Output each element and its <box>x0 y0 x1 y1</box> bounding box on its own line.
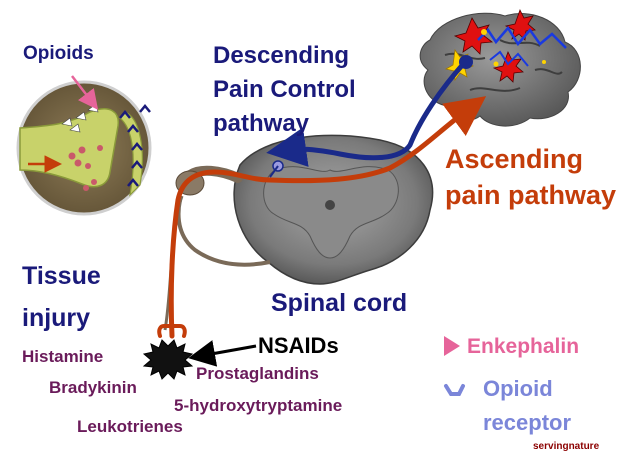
enkephalin-triangle-icon <box>444 336 460 356</box>
opioid-receptor-line2: receptor <box>483 410 572 435</box>
opioid-receptor-icon <box>444 384 465 396</box>
descending-label-line3: pathway <box>213 110 310 137</box>
opioid-arrow <box>71 75 99 110</box>
synapse-inset <box>16 80 152 216</box>
descending-pathway <box>266 55 473 178</box>
enkephalin-label: Enkephalin <box>467 335 580 358</box>
tissue-injury-line2: injury <box>22 304 91 332</box>
opioids-label: Opioids <box>23 43 94 64</box>
spinal-cord-label: Spinal cord <box>271 289 408 317</box>
hydroxytryptamine-label: 5-hydroxytryptamine <box>174 396 343 415</box>
tissue-injury-burst-icon <box>142 339 194 380</box>
ascending-label-line2: pain pathway <box>445 180 617 210</box>
ascending-pathway <box>157 96 487 339</box>
opioid-receptor-line1: Opioid <box>483 376 553 401</box>
prostaglandins-label: Prostaglandins <box>196 364 319 383</box>
descending-label-line1: Descending <box>213 42 350 69</box>
nsaids-label: NSAIDs <box>258 333 339 358</box>
bradykinin-label: Bradykinin <box>49 378 137 397</box>
descending-label-line2: Pain Control <box>213 76 356 103</box>
leukotrienes-label: Leukotrienes <box>77 417 183 436</box>
credit-label: servingnature <box>533 441 600 452</box>
ascending-label-line1: Ascending <box>445 144 584 174</box>
nsaids-arrow <box>188 340 257 367</box>
histamine-label: Histamine <box>22 347 104 366</box>
tissue-injury-line1: Tissue <box>22 262 101 290</box>
